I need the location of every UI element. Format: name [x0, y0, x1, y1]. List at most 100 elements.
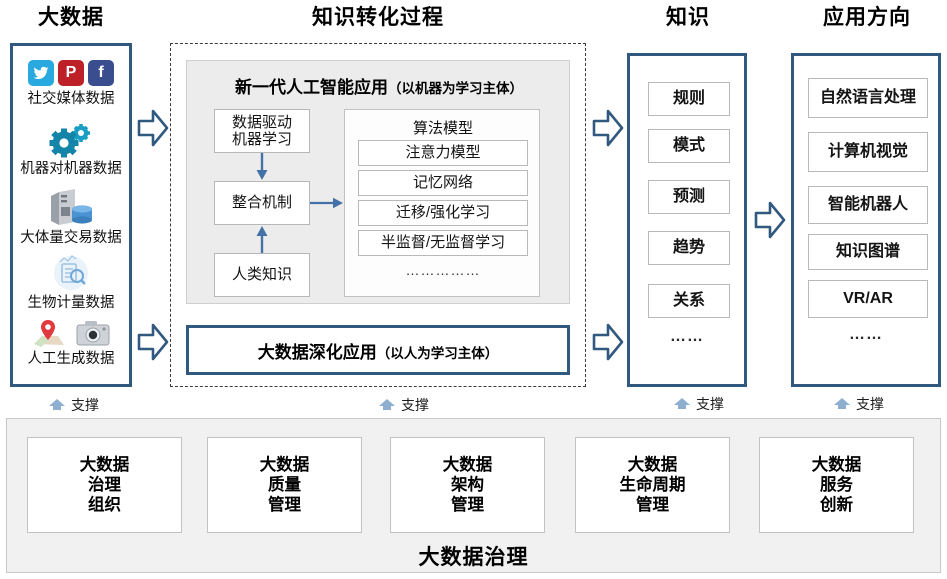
deep-application-title: 大数据深化应用（以人为学习主体）: [258, 338, 499, 363]
application-item-knowledge-graph: 知识图谱: [808, 234, 928, 270]
application-ellipsis: ……: [849, 326, 883, 343]
gov-line-3: 管理: [451, 496, 484, 515]
gov-line-1: 大数据: [259, 455, 310, 474]
application-panel: 自然语言处理 计算机视觉 智能机器人 知识图谱 VR/AR ……: [791, 53, 941, 387]
knowledge-item-relation: 关系: [648, 284, 730, 318]
knowledge-item-trend: 趋势: [648, 231, 730, 265]
support-up-arrow-icon: [674, 398, 690, 409]
support-label: 支撑: [401, 397, 429, 413]
flow-box-line-1: 数据驱动: [231, 113, 292, 131]
source-label: 人工生成数据: [27, 351, 115, 367]
knowledge-panel: 规则 模式 预测 趋势 关系 ……: [627, 53, 747, 387]
support-marker-application: 支撑: [833, 394, 884, 414]
flow-arrow-bigdata-to-ai: [137, 108, 169, 153]
pinterest-icon: P: [58, 60, 84, 86]
gov-line-2: 治理: [88, 475, 121, 494]
algorithm-item-attention: 注意力模型: [358, 140, 528, 166]
application-item-robotics: 智能机器人: [808, 186, 928, 224]
support-up-arrow-icon: [379, 399, 395, 410]
flow-box-integration-mechanism: 整合机制: [214, 181, 310, 225]
gov-line-2: 质量: [268, 475, 301, 494]
twitter-icon: [28, 60, 54, 86]
source-label: 大体量交易数据: [20, 230, 122, 246]
governance-cell-organization: 大数据 治理 组织: [27, 437, 182, 533]
ai-panel-title-sub: （以机器为学习主体）: [388, 81, 523, 96]
support-marker-process: 支撑: [378, 395, 429, 415]
ai-panel-title-main: 新一代人工智能应用: [235, 78, 388, 97]
column-heading-process: 知识转化过程: [312, 6, 444, 29]
flow-arrow-knowledge-to-application: [754, 200, 786, 245]
support-up-arrow-icon: [49, 399, 65, 410]
knowledge-item-rule: 规则: [648, 82, 730, 116]
algorithm-model-box: 算法模型 注意力模型 记忆网络 迁移/强化学习 半监督/无监督学习 ……………: [344, 109, 540, 297]
gov-line-1: 大数据: [442, 455, 493, 474]
application-item-nlp: 自然语言处理: [808, 78, 928, 118]
gov-line-3: 组织: [88, 496, 121, 515]
algorithm-item-memory-network: 记忆网络: [358, 170, 528, 196]
source-item-social-media: P f 社交媒体数据: [13, 60, 129, 108]
server-database-icon: [13, 188, 129, 228]
arrow-up-to-integration: [255, 225, 269, 258]
governance-cell-lifecycle: 大数据 生命周期 管理: [575, 437, 730, 533]
gov-line-1: 大数据: [79, 455, 130, 474]
support-label: 支撑: [856, 396, 884, 412]
source-item-biometric: 生物计量数据: [13, 253, 129, 312]
arrow-integration-to-algorithms: [310, 196, 344, 215]
support-label: 支撑: [71, 397, 99, 413]
source-item-machine-to-machine: 机器对机器数据: [13, 124, 129, 178]
algorithm-model-title: 算法模型: [412, 120, 473, 137]
governance-title: 大数据治理: [418, 546, 529, 569]
support-marker-knowledge: 支撑: [673, 394, 724, 414]
arrow-down-to-integration: [255, 153, 269, 186]
flow-box-data-driven-ml: 数据驱动 机器学习: [214, 109, 310, 153]
algorithm-item-transfer-reinforcement: 迁移/强化学习: [358, 200, 528, 226]
knowledge-item-prediction: 预测: [648, 180, 730, 214]
deep-application-title-main: 大数据深化应用: [257, 342, 377, 362]
gov-line-3: 创新: [820, 496, 853, 515]
ai-panel-title: 新一代人工智能应用（以机器为学习主体）: [187, 73, 571, 98]
source-label: 社交媒体数据: [27, 91, 115, 107]
gov-line-1: 大数据: [811, 455, 862, 474]
flow-arrow-process-to-knowledge-bottom: [592, 322, 624, 367]
gov-line-1: 大数据: [627, 455, 678, 474]
flow-box-line-2: 机器学习: [231, 131, 292, 148]
gov-line-3: 管理: [268, 496, 301, 515]
governance-cell-service-innovation: 大数据 服务 创新: [759, 437, 914, 533]
biometric-icon: [13, 253, 129, 293]
gov-line-2: 架构: [451, 475, 484, 494]
source-item-human-generated: 人工生成数据: [13, 318, 129, 368]
gov-line-2: 服务: [820, 475, 853, 494]
support-marker-big-data: 支撑: [48, 395, 99, 415]
deep-application-box: 大数据深化应用（以人为学习主体）: [186, 325, 570, 375]
knowledge-ellipsis: ……: [670, 328, 704, 345]
column-heading-big-data: 大数据: [38, 6, 104, 29]
governance-cell-quality: 大数据 质量 管理: [207, 437, 362, 533]
social-media-icon-group: P f: [13, 60, 129, 86]
source-label: 机器对机器数据: [20, 161, 122, 177]
map-pin-icon: [34, 320, 64, 347]
column-heading-knowledge: 知识: [666, 6, 710, 29]
support-up-arrow-icon: [834, 398, 850, 409]
algorithm-item-semi-unsupervised: 半监督/无监督学习: [358, 230, 528, 256]
big-data-panel: P f 社交媒体数据: [10, 43, 132, 387]
camera-icon: [76, 321, 110, 346]
flow-arrow-process-to-knowledge-top: [592, 108, 624, 153]
human-generated-icon-group: [13, 318, 129, 348]
source-item-transaction: 大体量交易数据: [13, 188, 129, 247]
facebook-icon: f: [88, 60, 114, 86]
flow-box-human-knowledge: 人类知识: [214, 253, 310, 297]
governance-cell-architecture: 大数据 架构 管理: [390, 437, 545, 533]
gov-line-3: 管理: [636, 496, 669, 515]
governance-band: 大数据 治理 组织 大数据 质量 管理 大数据 架构 管理 大数据 生命周期 管…: [6, 418, 941, 573]
gears-icon: [13, 124, 129, 158]
application-item-cv: 计算机视觉: [808, 132, 928, 172]
deep-application-title-sub: （以人为学习主体）: [376, 345, 499, 361]
gov-line-2: 生命周期: [619, 475, 686, 494]
algorithm-ellipsis: ……………: [405, 262, 481, 278]
application-item-vr-ar: VR/AR: [808, 280, 928, 318]
flow-arrow-bigdata-to-deep: [137, 322, 169, 367]
knowledge-item-pattern: 模式: [648, 129, 730, 163]
source-label: 生物计量数据: [27, 295, 115, 311]
ai-application-panel: 新一代人工智能应用（以机器为学习主体） 数据驱动 机器学习 整合机制 人类知识 …: [186, 60, 570, 304]
